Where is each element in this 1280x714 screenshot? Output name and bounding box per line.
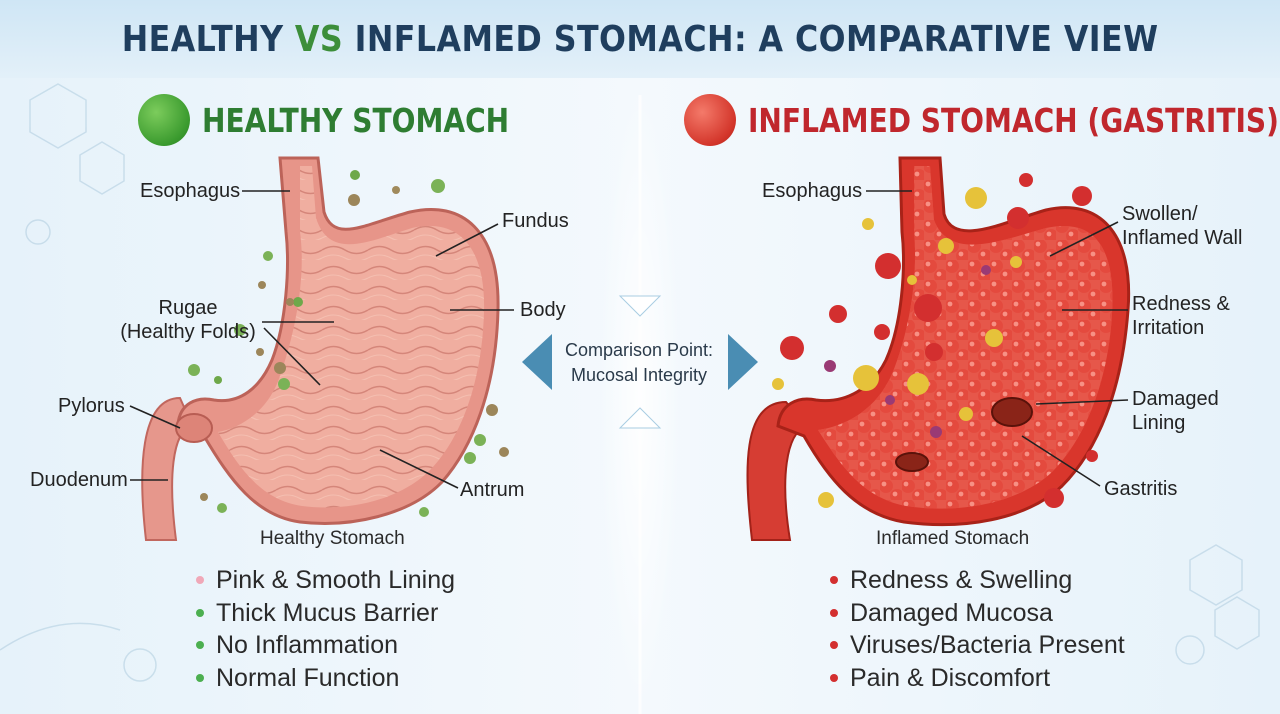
list-item: Pain & Discomfort — [830, 662, 1125, 695]
list-item: Pink & Smooth Lining — [196, 564, 455, 597]
list-item: Damaged Mucosa — [830, 597, 1125, 630]
label-damaged-line1: Damaged — [1132, 388, 1219, 410]
label-antrum: Antrum — [460, 479, 525, 501]
list-item: Normal Function — [196, 662, 455, 695]
list-item: Redness & Swelling — [830, 564, 1125, 597]
list-item: Viruses/Bacteria Present — [830, 629, 1125, 662]
comparison-point-text: Comparison Point: Mucosal Integrity — [558, 338, 720, 388]
title-bar: HEALTHY VS INFLAMED STOMACH: A COMPARATI… — [0, 0, 1280, 78]
inflamed-duodenum — [746, 400, 808, 541]
label-fundus: Fundus — [502, 210, 569, 232]
label-swollen-line2: Inflamed Wall — [1122, 227, 1243, 249]
page-title: HEALTHY VS INFLAMED STOMACH: A COMPARATI… — [121, 18, 1159, 60]
label-gastritis: Gastritis — [1104, 478, 1178, 500]
bullet-dot — [830, 673, 838, 682]
comparison-arrows — [522, 295, 758, 429]
label-rugae: Rugae (Healthy Folds) — [118, 296, 258, 344]
bullet-dot — [196, 673, 204, 682]
healthy-caption: Healthy Stomach — [260, 528, 405, 549]
label-pylorus: Pylorus — [58, 395, 125, 417]
arrow-left — [522, 334, 552, 390]
label-swollen-line1: Swollen/ — [1122, 203, 1198, 225]
bullet-dot — [830, 641, 838, 650]
label-duodenum: Duodenum — [30, 469, 128, 491]
comparison-line1: Comparison Point: — [564, 340, 714, 360]
healthy-pylorus — [175, 413, 213, 443]
healthy-features-list: Pink & Smooth Lining Thick Mucus Barrier… — [196, 564, 455, 694]
label-esophagus-healthy: Esophagus — [140, 180, 241, 202]
healthy-leader-lines — [129, 190, 514, 489]
label-damaged-line2: Lining — [1132, 412, 1186, 434]
healthy-particles — [188, 170, 509, 517]
inflamed-stomach-icon — [684, 94, 736, 146]
damaged-patch-1 — [991, 397, 1033, 427]
label-redness-line2: Irritation — [1132, 317, 1205, 339]
virus-particles — [772, 173, 1098, 508]
arrow-up — [618, 407, 662, 429]
comparison-line2: Mucosal Integrity — [570, 365, 708, 385]
inflamed-caption: Inflamed Stomach — [876, 528, 1030, 549]
healthy-stomach-icon — [138, 94, 190, 146]
label-body: Body — [520, 299, 566, 321]
arrow-right — [728, 334, 758, 390]
bullet-dot — [196, 641, 204, 650]
inflamed-features-list: Redness & Swelling Damaged Mucosa Viruse… — [830, 564, 1125, 694]
bullet-dot — [196, 608, 204, 617]
label-rugae-line2: (Healthy Folds) — [120, 321, 256, 343]
bullet-dot — [830, 576, 838, 585]
list-item: Thick Mucus Barrier — [196, 597, 455, 630]
inflamed-leader-lines — [866, 190, 1129, 487]
healthy-stomach-illustration — [129, 156, 514, 541]
list-item: No Inflammation — [196, 629, 455, 662]
damaged-patch-2 — [895, 452, 929, 472]
arrow-down — [618, 295, 662, 317]
bullet-dot — [196, 576, 204, 585]
label-rugae-line1: Rugae — [158, 297, 218, 319]
label-swollen-wall: Swollen/ Inflamed Wall — [1122, 202, 1242, 250]
label-damaged-lining: Damaged Lining — [1132, 387, 1219, 435]
inflamed-stomach-heading: INFLAMED STOMACH (GASTRITIS) — [684, 92, 1280, 148]
background-icons — [0, 83, 1260, 682]
bullet-dot — [830, 608, 838, 617]
label-redness-irritation: Redness & Irritation — [1132, 292, 1230, 340]
inflamed-stomach-illustration — [746, 156, 1131, 541]
label-redness-line1: Redness & — [1132, 293, 1230, 315]
healthy-stomach-heading: HEALTHY STOMACH — [138, 92, 563, 148]
label-esophagus-inflamed: Esophagus — [762, 180, 863, 202]
